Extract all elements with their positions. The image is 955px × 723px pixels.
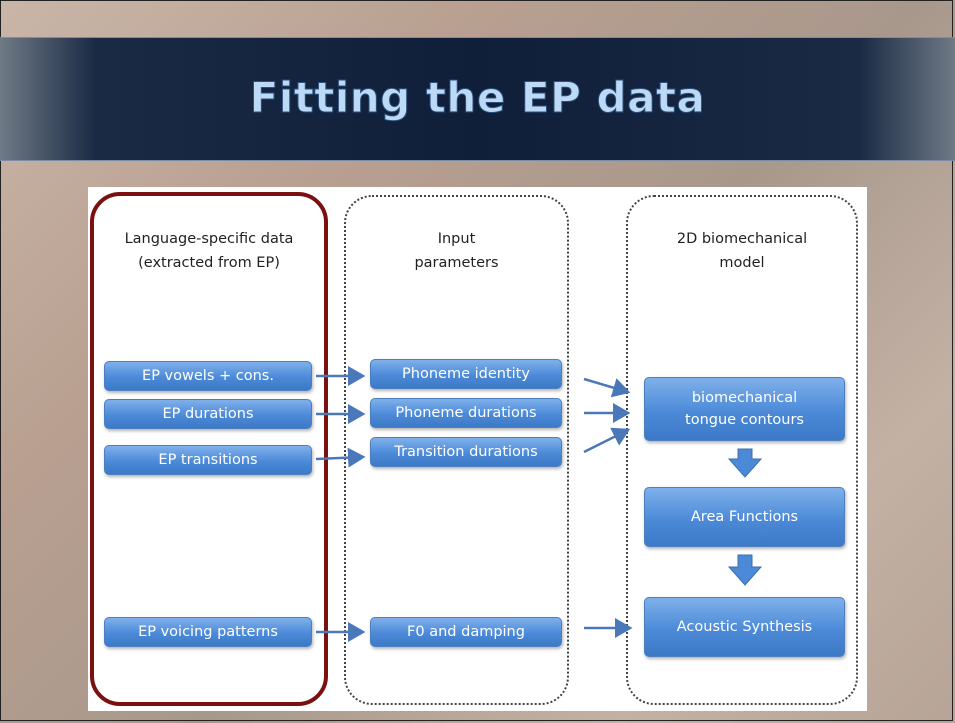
box-phoneme-identity: Phoneme identity [370, 359, 562, 389]
box-ep-transitions: EP transitions [104, 445, 312, 475]
diagram: Language-specific data (extracted from E… [88, 187, 867, 711]
box-f0-damping-label: F0 and damping [407, 624, 525, 640]
box-tongue-contours: biomechanical tongue contours [644, 377, 845, 441]
down-arrow-contours-to-area [727, 448, 763, 478]
box-phoneme-durations: Phoneme durations [370, 398, 562, 428]
panel-input-parameters [344, 195, 569, 705]
arrow-transitions-to-transition-durations [315, 447, 366, 468]
title-banner: Fitting the EP data [0, 37, 955, 161]
box-area-functions: Area Functions [644, 487, 845, 547]
heading-biomechanical-model: 2D biomechanical model [676, 231, 808, 271]
box-tongue-contours-label: biomechanical tongue contours [685, 390, 804, 428]
slide-title: Fitting the EP data [249, 73, 706, 123]
box-phoneme-durations-label: Phoneme durations [395, 405, 537, 421]
box-ep-voicing-patterns-label: EP voicing patterns [138, 624, 278, 640]
box-ep-durations: EP durations [104, 399, 312, 429]
box-acoustic-synthesis-label: Acoustic Synthesis [676, 619, 813, 635]
box-ep-vowels-cons: EP vowels + cons. [104, 361, 312, 391]
box-transition-durations-label: Transition durations [394, 444, 538, 460]
box-transition-durations: Transition durations [370, 437, 562, 467]
arrow-identity-to-contours [583, 377, 631, 398]
box-phoneme-identity-label: Phoneme identity [402, 366, 530, 382]
connector-arrows [315, 366, 763, 642]
box-ep-transitions-label: EP transitions [158, 452, 258, 468]
box-acoustic-synthesis: Acoustic Synthesis [644, 597, 845, 657]
panel-language-data [90, 192, 328, 706]
down-arrow-area-to-synthesis [727, 554, 763, 586]
arrow-transition-durations-to-contours [583, 427, 631, 454]
box-ep-voicing-patterns: EP voicing patterns [104, 617, 312, 647]
heading-language-data: Language-specific data (extracted from E… [124, 231, 294, 271]
panel-biomechanical-model [626, 195, 858, 705]
box-f0-damping: F0 and damping [370, 617, 562, 647]
heading-input-parameters: Input parameters [414, 231, 499, 271]
box-ep-vowels-cons-label: EP vowels + cons. [142, 368, 274, 384]
box-area-functions-label: Area Functions [690, 509, 799, 525]
box-ep-durations-label: EP durations [162, 406, 254, 422]
